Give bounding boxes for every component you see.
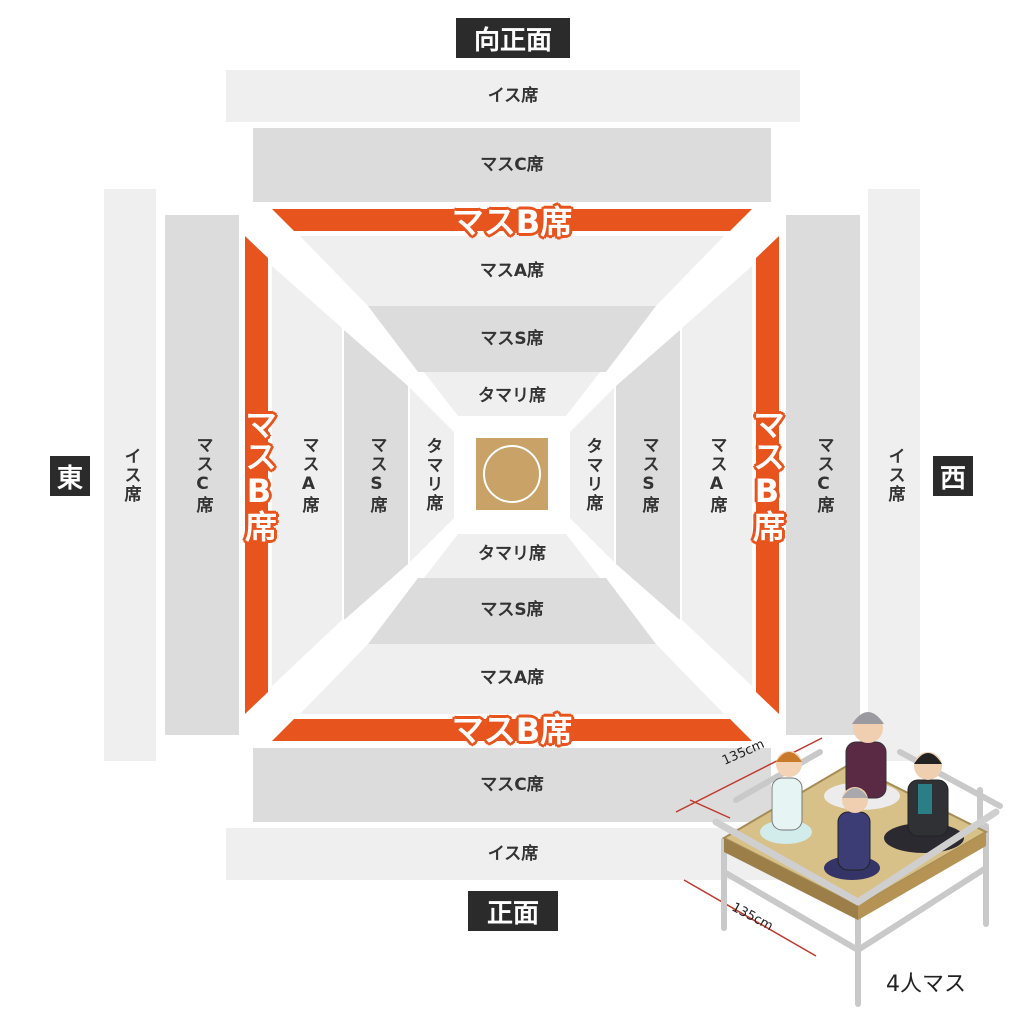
- seated-person-3: [884, 752, 964, 853]
- masu-c-east-zone: [165, 215, 239, 735]
- direction-west-label: 西: [933, 456, 973, 496]
- tamari-south-zone: [424, 534, 600, 578]
- masu-a-north-label: マスA席: [479, 260, 545, 281]
- masu-c-west-label: マスC席: [813, 435, 834, 515]
- masu-b-west-bar: [756, 236, 779, 714]
- chair-seats-south-label: イス席: [487, 843, 539, 864]
- chair-seats-west-label: イス席: [884, 446, 905, 504]
- chair-seats-east-zone: [104, 189, 156, 761]
- dohyo-ring-circle: [483, 445, 541, 503]
- chair-seats-north-label: イス席: [487, 85, 539, 106]
- seated-person-1: [760, 751, 812, 844]
- chair-seats-north-zone: [226, 70, 800, 122]
- masu-s-east-label: マスS席: [366, 435, 387, 515]
- masu-c-west-zone: [786, 215, 860, 735]
- masu-c-south-label: マスC席: [480, 774, 544, 795]
- tamari-north-zone: [424, 372, 600, 416]
- masu-box-illustration: [675, 712, 1003, 1007]
- masu-b-north-label: マスB席: [451, 203, 573, 241]
- masu-b-south-bar: [272, 719, 752, 741]
- masu-a-east-label: マスA席: [298, 435, 319, 515]
- masu-a-south-zone: [300, 644, 724, 714]
- dohyo-ring-square: [476, 438, 548, 510]
- chair-seats-east-label: イス席: [120, 446, 141, 504]
- chair-seats-south-zone: [226, 828, 800, 880]
- tamari-west-label: タマリ席: [582, 437, 603, 513]
- direction-south-label: 正面: [468, 891, 558, 931]
- masu-b-east-bar: [245, 236, 268, 714]
- direction-north-label: 向正面: [456, 18, 570, 58]
- masu-c-east-label: マスC席: [192, 435, 213, 515]
- tamari-east-zone: [410, 388, 454, 562]
- masu-c-north-zone: [253, 128, 771, 202]
- masu-s-south-zone: [368, 578, 656, 644]
- masu-a-west-label: マスA席: [706, 435, 727, 515]
- direction-east-label: 東: [50, 456, 90, 496]
- masu-a-west-zone: [682, 266, 752, 686]
- tamari-east-label: タマリ席: [422, 437, 443, 513]
- masu-box-caption: 4人マス: [886, 972, 966, 997]
- masu-a-east-zone: [272, 266, 342, 686]
- masu-s-north-zone: [368, 306, 656, 372]
- masu-b-north-bar: [272, 209, 752, 231]
- masu-a-north-zone: [300, 236, 724, 306]
- masu-b-east-label: マスB席: [240, 408, 278, 542]
- masu-c-north-label: マスC席: [480, 154, 544, 175]
- masu-s-west-zone: [616, 330, 680, 620]
- tamari-south-label: タマリ席: [478, 543, 546, 564]
- masu-s-east-zone: [344, 330, 408, 620]
- tamari-west-zone: [570, 388, 614, 562]
- masu-s-north-label: マスS席: [480, 328, 544, 349]
- masu-b-south-label: マスB席: [451, 711, 573, 749]
- masu-a-south-label: マスA席: [479, 667, 545, 688]
- masu-s-west-label: マスS席: [638, 435, 659, 515]
- masu-s-south-label: マスS席: [480, 599, 544, 620]
- chair-seats-west-zone: [868, 189, 920, 761]
- tamari-north-label: タマリ席: [478, 385, 546, 406]
- masu-c-south-zone: [253, 748, 771, 822]
- masu-b-west-label: マスB席: [748, 408, 786, 542]
- seated-person-4: [824, 787, 880, 880]
